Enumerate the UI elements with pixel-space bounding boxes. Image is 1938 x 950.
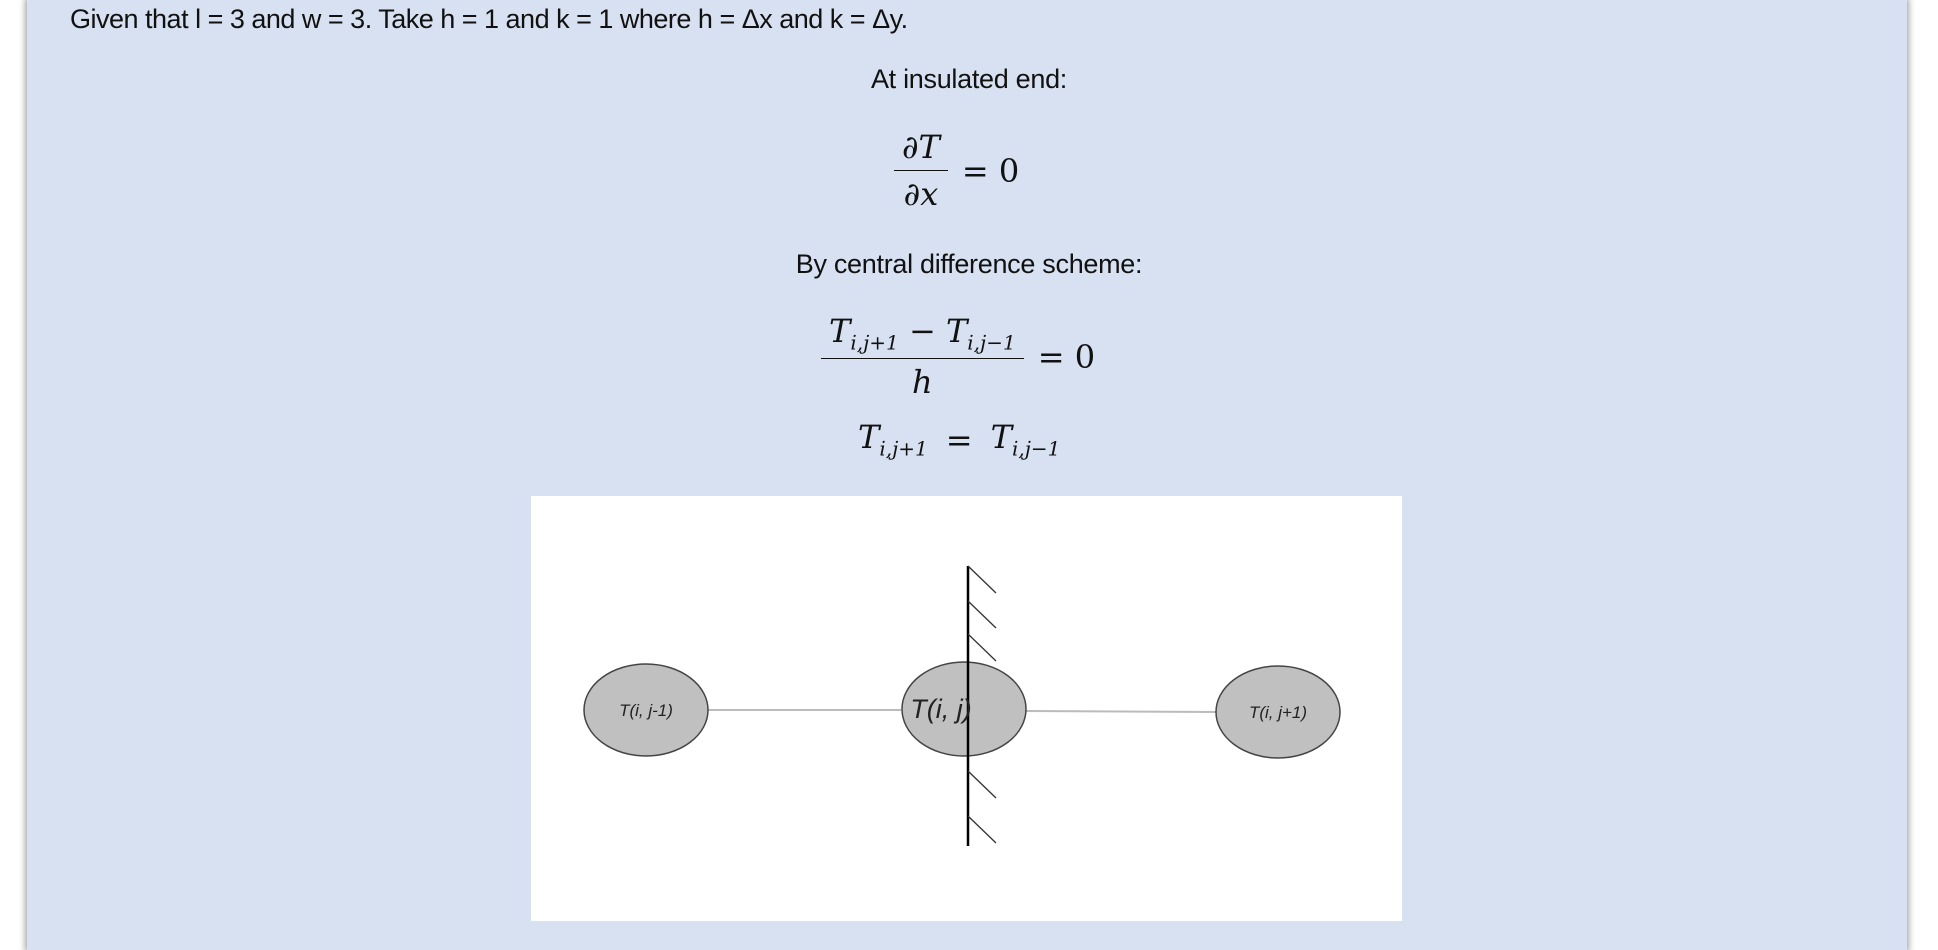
- insulated-boundary-diagram: T(i, j-1) T(i, j) T(i, j+1): [531, 496, 1402, 921]
- connector-right: [1025, 710, 1217, 713]
- node-center-label: T(i, j): [910, 694, 971, 724]
- node-right-label: T(i, j+1): [1249, 703, 1307, 722]
- node-right: [1215, 665, 1341, 759]
- equation-derivative: ∂T∂x= 0: [894, 128, 1037, 213]
- insulated-wall: [966, 565, 997, 846]
- node-left-label: T(i, j-1): [619, 701, 673, 720]
- problem-statement: Given that l = 3 and w = 3. Take h = 1 a…: [70, 4, 908, 34]
- central-difference-label: By central difference scheme:: [795, 249, 1143, 279]
- equation-result: Ti,j+1=Ti,j−1: [858, 418, 1061, 461]
- insulated-end-label: At insulated end:: [870, 64, 1068, 94]
- node-center: [901, 661, 1027, 757]
- node-left: [583, 663, 709, 757]
